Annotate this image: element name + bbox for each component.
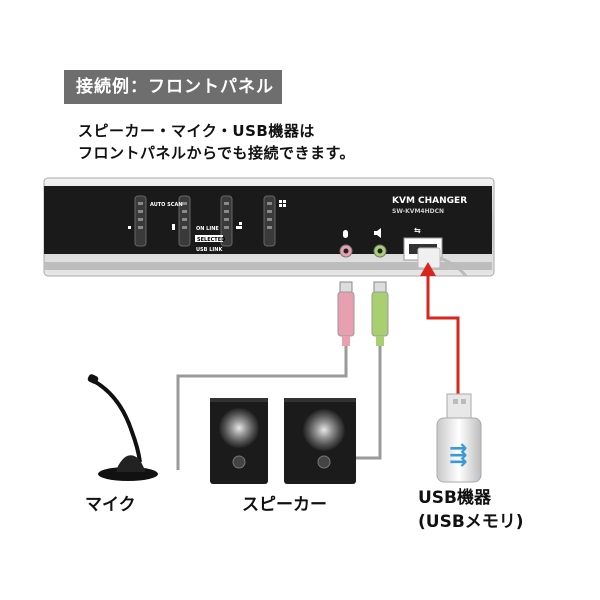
mic-icon	[343, 230, 348, 238]
speaker-right	[284, 398, 356, 484]
mic-label: マイク	[85, 495, 136, 515]
usb-device-label: USB機器 (USBメモリ)	[418, 486, 524, 534]
on-line-label: ON LINE	[196, 226, 219, 232]
usb-device-label-line-1: USB機器	[418, 488, 492, 508]
description: スピーカー・マイク・USB機器は フロントパネルからでも接続できます。	[78, 120, 355, 164]
auto-scan-label: AUTO SCAN	[150, 202, 183, 208]
mic-jack[interactable]	[339, 230, 353, 258]
usb-icon: ⇆	[414, 226, 421, 235]
port-button-3[interactable]	[220, 195, 242, 247]
description-line-1: スピーカー・マイク・USB機器は	[78, 122, 315, 140]
usb-memory-stick: ⇶	[436, 393, 482, 483]
port-button-2[interactable]	[172, 195, 191, 247]
model-label: SW-KVM4HDCN	[392, 208, 444, 215]
speaker-label: スピーカー	[242, 495, 327, 515]
selected-label: SELECTED	[197, 237, 225, 243]
speaker-jack[interactable]	[373, 228, 387, 258]
usb-device-label-line-2: (USBメモリ)	[418, 512, 524, 532]
usb-connection-line	[426, 266, 460, 398]
kvm-switch: KVM CHANGER SW-KVM4HDCN AU	[43, 177, 495, 277]
port-button-4[interactable]	[263, 195, 286, 247]
audio-cables	[176, 281, 389, 470]
usb-link-label: USB LINK	[196, 247, 223, 253]
section-header: 接続例：フロントパネル	[64, 70, 282, 104]
usb-logo-icon: ⇶	[449, 443, 467, 468]
port-button-1[interactable]	[128, 195, 147, 247]
description-line-2: フロントパネルからでも接続できます。	[78, 144, 356, 162]
speaker-icon	[374, 228, 381, 238]
brand-label: KVM CHANGER	[392, 196, 467, 206]
microphone	[87, 374, 158, 481]
speaker-left	[210, 398, 268, 484]
